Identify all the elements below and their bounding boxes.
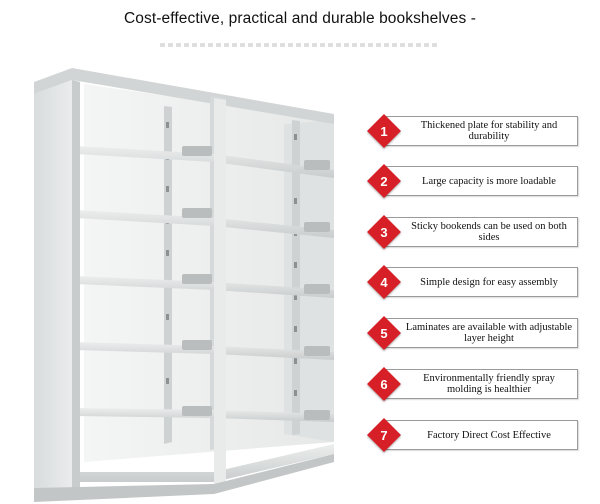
feature-number: 6	[380, 376, 388, 392]
feature-item: Environmentally friendly spray molding i…	[367, 367, 582, 401]
feature-box: Thickened plate for stability and durabi…	[382, 116, 578, 146]
feature-text: Thickened plate for stability and durabi…	[420, 120, 558, 142]
feature-number: 1	[380, 123, 388, 139]
feature-number: 3	[380, 224, 388, 240]
feature-box: Large capacity is more loadable	[382, 166, 578, 196]
feature-text: Sticky bookends can be used on both side…	[411, 221, 567, 243]
decorative-divider	[160, 43, 440, 47]
feature-text: Laminates are available with adjustable …	[405, 322, 573, 344]
feature-box: Laminates are available with adjustable …	[382, 318, 578, 348]
feature-item: Laminates are available with adjustable …	[367, 316, 582, 350]
feature-box: Environmentally friendly spray molding i…	[382, 369, 578, 399]
feature-item: Thickened plate for stability and durabi…	[367, 114, 582, 148]
feature-number: 2	[380, 173, 388, 189]
page-title: Cost-effective, practical and durable bo…	[123, 10, 477, 27]
feature-box: Simple design for easy assembly	[382, 267, 578, 297]
feature-text: Environmentally friendly spray molding i…	[423, 373, 555, 395]
feature-item: Sticky bookends can be used on both side…	[367, 215, 582, 249]
bookshelf-image	[34, 68, 334, 502]
feature-text: Large capacity is more loadable	[422, 175, 556, 187]
feature-number: 4	[380, 274, 388, 290]
feature-item: Large capacity is more loadable 2	[367, 164, 582, 198]
feature-item: Factory Direct Cost Effective 7	[367, 418, 582, 452]
feature-item: Simple design for easy assembly 4	[367, 265, 582, 299]
feature-number: 5	[380, 325, 388, 341]
feature-box: Factory Direct Cost Effective	[382, 420, 578, 450]
feature-text: Simple design for easy assembly	[420, 276, 558, 288]
feature-number: 7	[380, 427, 388, 443]
feature-box: Sticky bookends can be used on both side…	[382, 217, 578, 247]
feature-text: Factory Direct Cost Effective	[427, 429, 551, 441]
